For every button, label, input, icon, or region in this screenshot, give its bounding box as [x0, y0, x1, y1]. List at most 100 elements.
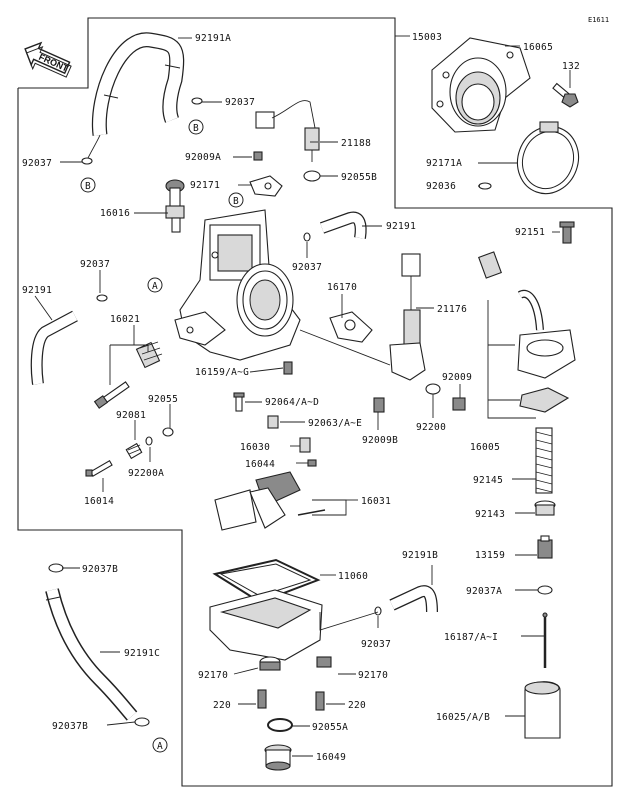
- nozzle-16030: [299, 437, 311, 453]
- label-92143: 92143: [475, 509, 505, 520]
- label-92036: 92036: [426, 181, 456, 192]
- svg-text:A: A: [152, 281, 158, 292]
- label-92037-bowl: 92037: [361, 639, 391, 650]
- label-220-right: 220: [348, 700, 366, 711]
- label-92037B-top: 92037B: [82, 564, 118, 575]
- label-16044: 16044: [245, 459, 275, 470]
- clip-92036: [478, 182, 492, 190]
- clip-92037-left: [81, 157, 93, 165]
- label-92055B: 92055B: [341, 172, 377, 183]
- svg-text:B: B: [85, 181, 91, 192]
- hose-92191C: [45, 588, 138, 721]
- callout-A-1: A: [147, 277, 163, 293]
- callout-B-1: B: [188, 119, 204, 135]
- gasket-11060: [212, 558, 321, 604]
- callout-A-2: A: [152, 737, 168, 753]
- hose-92191: [319, 211, 367, 239]
- label-92200A: 92200A: [128, 468, 164, 479]
- choke-16016: [165, 179, 185, 233]
- label-16170: 16170: [327, 282, 357, 293]
- label-92171A: 92171A: [426, 158, 462, 169]
- label-92191A: 92191A: [195, 33, 231, 44]
- label-92171: 92171: [190, 180, 220, 191]
- throttle-16170: [299, 311, 391, 366]
- jet-16044: [307, 459, 317, 467]
- label-92037-mid: 92037: [292, 262, 322, 273]
- fuel-hose-92191A: [87, 32, 185, 159]
- needle-16187: [542, 612, 548, 668]
- label-92055A: 92055A: [312, 722, 348, 733]
- label-16031: 16031: [361, 496, 391, 507]
- screw-16159: [283, 361, 293, 375]
- label-92009A: 92009A: [185, 152, 221, 163]
- sensor-21188: [255, 100, 320, 162]
- spring-92081: [125, 442, 143, 460]
- screw-16014: [85, 460, 113, 477]
- plug-16049: [264, 744, 292, 771]
- clip-92037B-bottom: [134, 717, 150, 727]
- spring-92145: [535, 427, 553, 494]
- svg-text:B: B: [233, 196, 239, 207]
- front-arrow-icon: FRONT: [24, 41, 72, 78]
- label-92064: 92064/A~D: [265, 397, 319, 408]
- top-cover-16005: [478, 221, 576, 413]
- label-16014: 16014: [84, 496, 114, 507]
- label-92037-left: 92037: [22, 158, 52, 169]
- label-15003: 15003: [412, 32, 442, 43]
- label-92151: 92151: [515, 227, 545, 238]
- label-13159: 13159: [475, 550, 505, 561]
- jet-92064: [233, 392, 245, 412]
- cap-92143: [534, 500, 556, 516]
- oring-92055: [162, 427, 174, 437]
- label-16049: 16049: [316, 752, 346, 763]
- label-21176: 21176: [437, 304, 467, 315]
- intake-duct-16065: [431, 37, 531, 133]
- leader-lines: [34, 35, 571, 757]
- label-92081: 92081: [116, 410, 146, 421]
- label-92200: 92200: [416, 422, 446, 433]
- diagram-ref: E1611: [588, 16, 609, 24]
- label-11060: 11060: [338, 571, 368, 582]
- label-92037B-bottom: 92037B: [52, 721, 88, 732]
- oring-92055A: [267, 718, 293, 732]
- screw-220-left: [257, 689, 267, 709]
- label-92191C: 92191C: [124, 648, 160, 659]
- clamp-92171A: [516, 121, 580, 195]
- label-132: 132: [562, 61, 580, 72]
- label-16025: 16025/A/B: [436, 712, 490, 723]
- label-92191-left: 92191: [22, 285, 52, 296]
- label-92063: 92063/A~E: [308, 418, 362, 429]
- label-92191: 92191: [386, 221, 416, 232]
- svg-text:B: B: [193, 123, 199, 134]
- clip-92037A: [537, 585, 553, 595]
- label-92037-top: 92037: [225, 97, 255, 108]
- clip-92037-top: [191, 97, 203, 105]
- callout-B-2: B: [80, 177, 96, 193]
- clip-92037-bowl: [374, 606, 382, 616]
- screw-92009A: [253, 151, 263, 161]
- label-92055: 92055: [148, 394, 178, 405]
- holder-13159: [537, 535, 553, 559]
- pilot-jet-16021: [93, 341, 163, 409]
- screw-220-right: [315, 691, 325, 711]
- oring-92055B: [303, 170, 321, 182]
- hose-92191B: [389, 585, 438, 613]
- label-92170-left: 92170: [198, 670, 228, 681]
- svg-text:A: A: [157, 741, 163, 752]
- label-16021: 16021: [110, 314, 140, 325]
- label-92191B: 92191B: [402, 550, 438, 561]
- label-220-left: 220: [213, 700, 231, 711]
- label-16065: 16065: [523, 42, 553, 53]
- slide-16025: [524, 681, 561, 739]
- sensor-21176: [389, 253, 426, 381]
- label-16159: 16159/A~G: [195, 367, 249, 378]
- label-16016: 16016: [100, 208, 130, 219]
- hose-92191-left: [30, 310, 78, 385]
- washer-92200A: [145, 436, 153, 446]
- label-21188: 21188: [341, 138, 371, 149]
- label-92009: 92009: [442, 372, 472, 383]
- label-92037-l2: 92037: [80, 259, 110, 270]
- label-92009B: 92009B: [362, 435, 398, 446]
